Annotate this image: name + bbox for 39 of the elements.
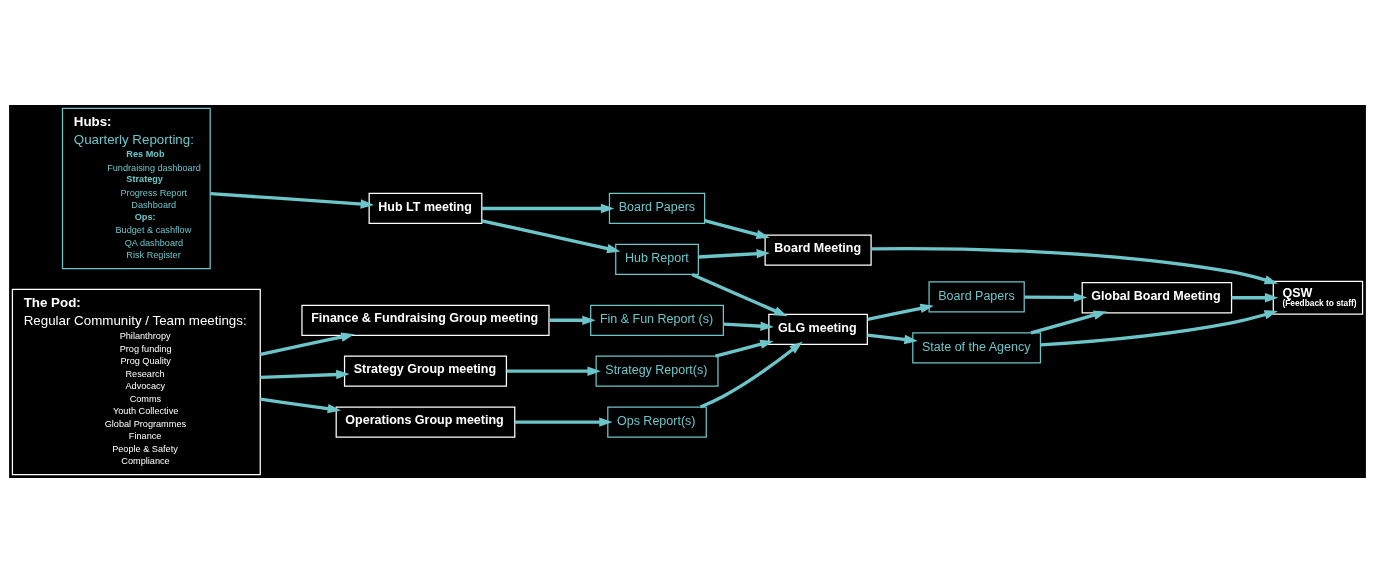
arrow [698, 249, 770, 259]
arrow [506, 366, 601, 376]
arrow [514, 417, 613, 427]
node-box: QSW (Feedback to staff) [1272, 280, 1364, 315]
node-box: Global Board Meeting [1081, 282, 1233, 314]
arrow [260, 369, 350, 380]
arrow [723, 321, 774, 331]
node-box: Operations Group meeting [335, 406, 516, 438]
node-box: Strategy Report(s) [595, 355, 719, 387]
arrow [1231, 293, 1279, 303]
arrow [549, 315, 596, 325]
node-box: Board Papers [608, 192, 706, 225]
arrow [260, 397, 342, 414]
node-box: Ops Report(s) [607, 406, 707, 438]
node-box: Hub LT meeting [368, 192, 483, 225]
arrow [871, 247, 1279, 285]
arrow [867, 303, 934, 322]
node-box: Hubs: Quarterly Reporting: Res Mob Fundraising dashboard Strategy Progress Report Dashboard Ops: Budget & cashflow QA dashboard Risk Register [61, 107, 211, 270]
arrow [1024, 292, 1088, 303]
arrow [1030, 310, 1108, 335]
node-box: Finance & Fundraising Group meeting [301, 304, 550, 336]
node-box: The Pod: Regular Community / Team meetings: Philanthropy Prog funding Prog Quality Research Advocacy Comms Youth Collective Global Programmes Finance People & Safety Compliance [11, 288, 261, 476]
arrow [260, 332, 355, 356]
node-box: Board Papers [928, 281, 1025, 313]
node-box: Board Meeting [764, 234, 872, 266]
node-box: Hub Report [615, 243, 699, 275]
arrow [715, 339, 774, 358]
arrow [699, 341, 803, 409]
arrow [210, 191, 374, 209]
arrow [704, 219, 770, 239]
arrow [481, 219, 621, 254]
arrow [691, 272, 788, 317]
arrow [481, 203, 615, 214]
arrow [1040, 310, 1278, 347]
node-box: State of the Agency [912, 332, 1042, 364]
node-box: Fin & Fun Report (s) [590, 304, 724, 336]
node-box: GLG meeting [768, 313, 868, 346]
node-box: Strategy Group meeting [343, 355, 508, 387]
arrow [867, 333, 918, 345]
